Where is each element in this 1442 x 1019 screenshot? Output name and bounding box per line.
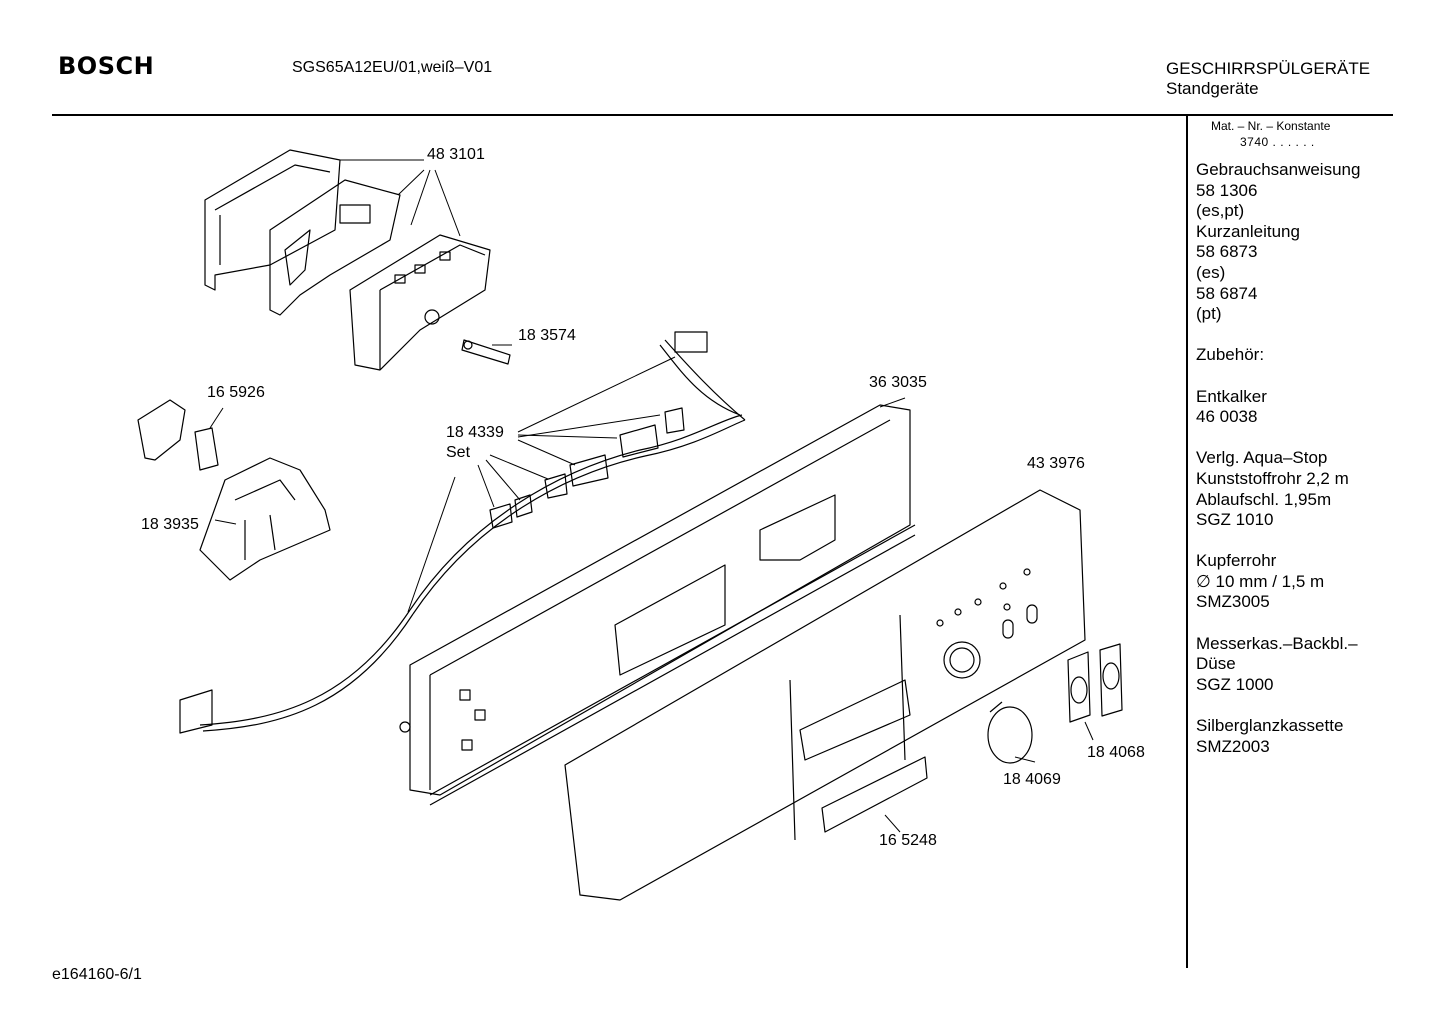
sidebar-line: Kurzanleitung <box>1196 221 1300 241</box>
sidebar-line: Zubehör: <box>1196 345 1265 365</box>
part-label-18-4069: 18 4069 <box>1003 771 1061 788</box>
lower-bracket <box>199 457 331 581</box>
exploded-view-drawing <box>137 149 1123 901</box>
sidebar-divider <box>1186 116 1188 968</box>
control-panel-frame <box>399 404 916 806</box>
model-number: SGS65A12EU/01,weiß–V01 <box>292 59 493 76</box>
header-divider <box>52 114 1393 116</box>
subcategory-title: Standgeräte <box>1166 79 1259 98</box>
wiring-harness <box>179 331 746 734</box>
part-label-48-3101: 48 3101 <box>427 146 485 163</box>
sidebar-line <box>1196 613 1360 634</box>
brand-logo: BOSCH <box>58 52 155 80</box>
sidebar-line: Ablaufschl. 1,95m <box>1196 489 1332 509</box>
sidebar-line: 46 0038 <box>1196 407 1258 427</box>
part-label-16-5926: 16 5926 <box>207 384 265 401</box>
sidebar-line: Messerkas.–Backbl.– <box>1196 633 1358 653</box>
handle-strip <box>821 756 928 833</box>
part-label-18-3935: 18 3935 <box>141 516 199 533</box>
part-label-18-3574: 18 3574 <box>518 327 576 344</box>
sidebar-line <box>1196 325 1360 346</box>
sidebar-line: Gebrauchsanweisung <box>1196 160 1361 179</box>
sidebar-line <box>1196 531 1360 552</box>
sidebar-line: (pt) <box>1196 304 1222 324</box>
sidebar-line: 58 6874 <box>1196 283 1258 303</box>
part-label-set: Set <box>446 444 471 461</box>
sidebar-line: SMZ3005 <box>1196 592 1270 612</box>
sidebar-line: SGZ 1000 <box>1196 674 1274 694</box>
leader-lines <box>209 159 1094 833</box>
sidebar-line: Silberglanzkassette <box>1196 716 1344 736</box>
sidebar-line: SMZ2003 <box>1196 736 1270 756</box>
small-connector-block <box>194 427 219 471</box>
drawing-id: e164160-6/1 <box>52 966 142 983</box>
control-module-board <box>349 234 491 371</box>
sidebar-line: 58 1306 <box>1196 180 1258 200</box>
sidebar-line: Düse <box>1196 654 1236 674</box>
sidebar-line: Kunststoffrohr 2,2 m <box>1196 468 1349 488</box>
control-module-housing <box>204 149 341 291</box>
sidebar-line: ∅ 10 mm / 1,5 m <box>1196 571 1325 591</box>
program-knob <box>987 701 1033 764</box>
sidebar-line <box>1196 428 1360 449</box>
sidebar-line: Kupferrohr <box>1196 551 1277 571</box>
part-label-18-4068: 18 4068 <box>1087 744 1145 761</box>
sidebar-line: 58 6873 <box>1196 242 1258 262</box>
control-module-bracket <box>269 179 401 316</box>
accessory-list: Gebrauchsanweisung 58 1306 (es,pt) Kurza… <box>1196 160 1360 757</box>
part-label-16-5248: 16 5248 <box>879 832 937 849</box>
cover-clip <box>137 399 186 461</box>
front-panel <box>564 489 1086 901</box>
sidebar-line: (es) <box>1196 262 1226 282</box>
material-number-value: 3740 . . . . . . <box>1240 135 1315 149</box>
sidebar-line: Verlg. Aqua–Stop <box>1196 448 1328 468</box>
part-label-43-3976: 43 3976 <box>1027 455 1085 472</box>
sidebar-line: SGZ 1010 <box>1196 510 1274 530</box>
sidebar-line <box>1196 695 1360 716</box>
sidebar-line: (es,pt) <box>1196 201 1245 221</box>
push-buttons <box>1067 643 1123 723</box>
sidebar-line <box>1196 366 1360 387</box>
part-label-36-3035: 36 3035 <box>869 374 927 391</box>
category-title: GESCHIRRSPÜLGERÄTE <box>1166 59 1371 78</box>
part-label-18-4339: 18 4339 <box>446 424 504 441</box>
sidebar-line: Entkalker <box>1196 386 1267 406</box>
material-number-label: Mat. – Nr. – Konstante <box>1211 119 1331 133</box>
sensor-part <box>461 339 511 365</box>
